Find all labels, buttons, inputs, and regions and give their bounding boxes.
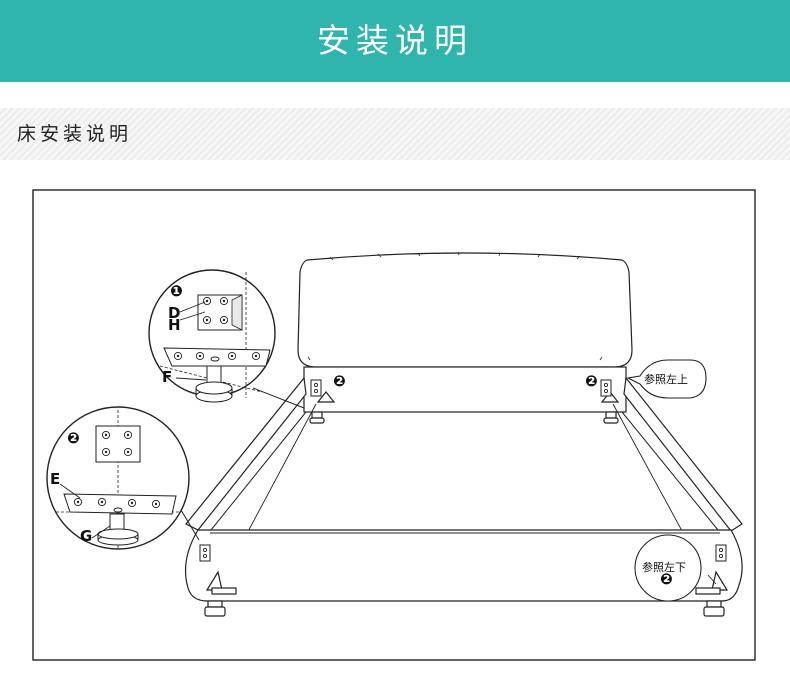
step-2-marker-left: ❷ [333,372,346,390]
part-label-f: F [162,368,172,386]
step-1-marker: ❶ [170,282,183,300]
page-title: 安装说明 [317,21,473,60]
callout-top-right [626,359,707,399]
part-label-e: E [50,470,60,488]
callout-bottom-right [634,534,702,602]
step-2-marker-bottom: ❷ [660,570,673,588]
part-label-g: G [80,527,92,545]
reference-top-left-note: 参照左上 [644,372,688,386]
section-bar: 床安装说明 [0,108,790,160]
detail-circle-2 [46,406,190,550]
part-label-h: H [168,316,181,334]
footboard [185,529,743,602]
part-label-d: D [168,304,180,322]
bed-frame [185,251,743,617]
header-banner: 安装说明 [0,0,790,82]
section-title: 床安装说明 [17,123,133,145]
back-rail [303,366,627,413]
reference-bottom-left-note: 参照左下 [642,560,686,574]
step-2-marker-right: ❷ [585,372,598,390]
step-2-marker-circle: ❷ [67,429,80,447]
detail-circle-1 [148,269,276,403]
headboard [297,252,633,368]
